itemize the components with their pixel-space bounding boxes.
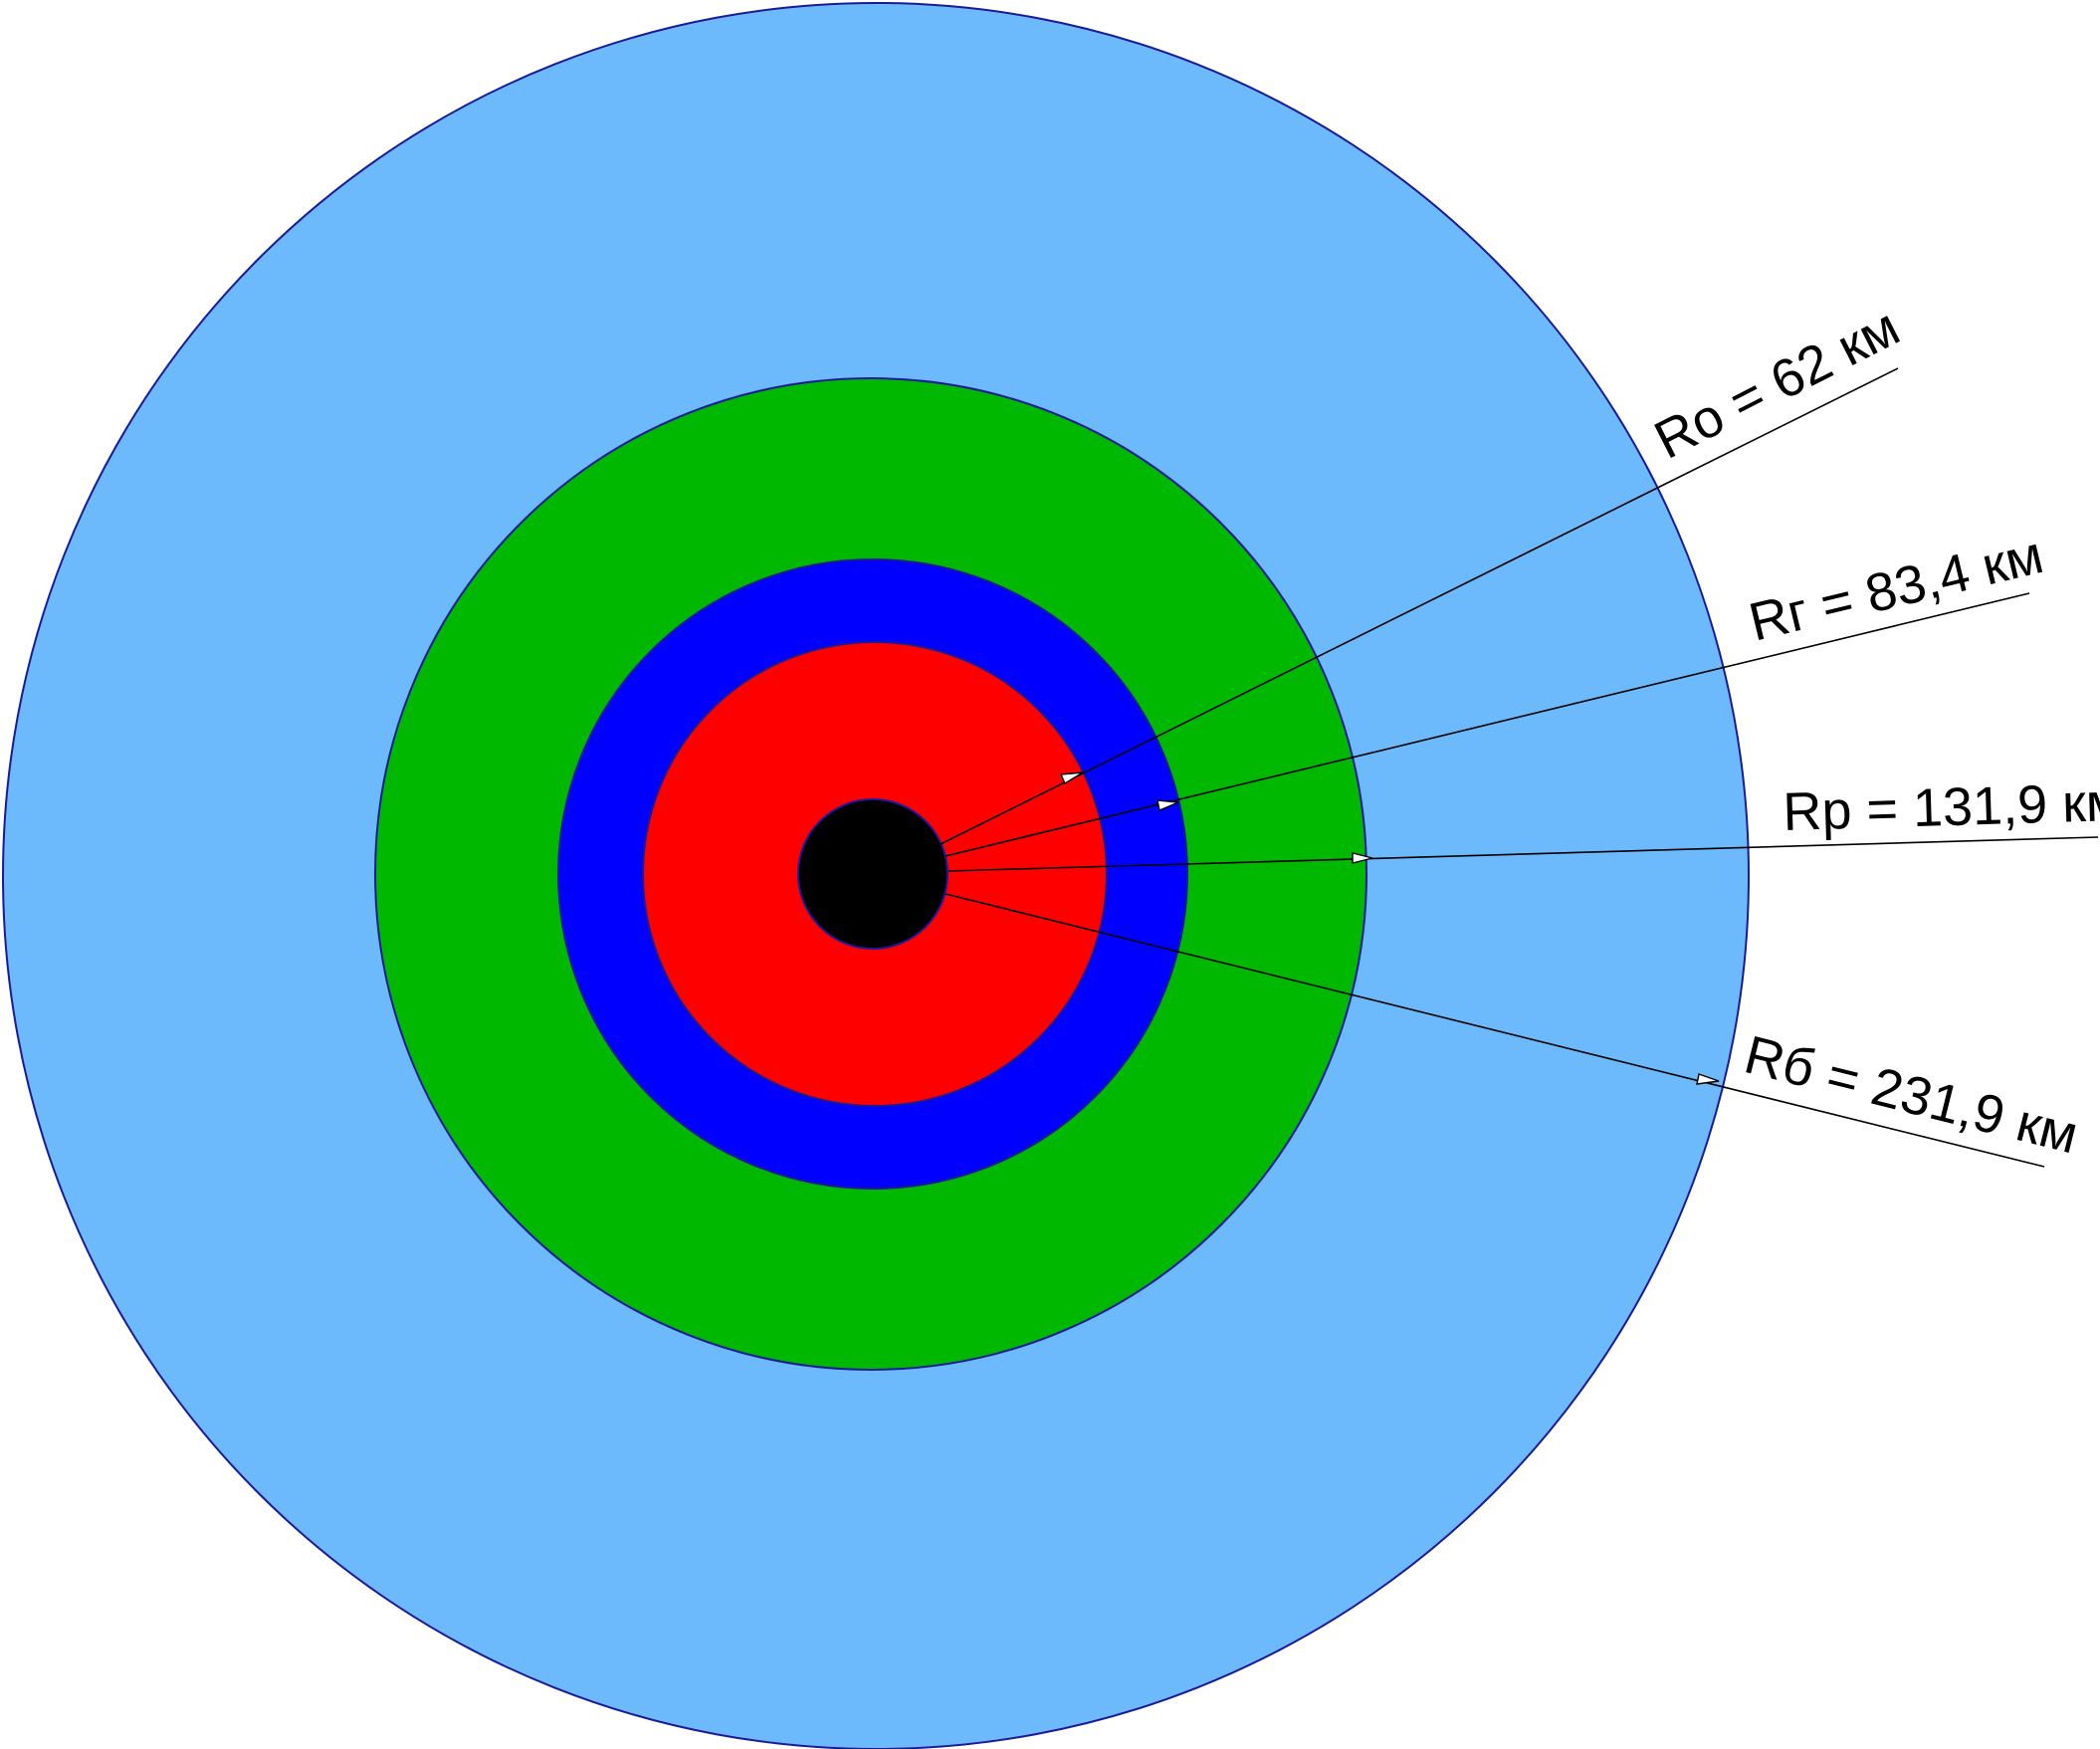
arrowheads <box>1059 771 1720 1085</box>
rp-arrowhead-icon <box>1352 852 1373 864</box>
ro-leader-line <box>940 367 1899 845</box>
rp-leader-line <box>947 836 2099 872</box>
rb-leader-line <box>945 893 2045 1168</box>
rg-arrowhead-icon <box>1156 799 1179 811</box>
rg-leader-line <box>945 592 2030 857</box>
ro-arrowhead-icon <box>1059 771 1084 785</box>
leader-lines <box>940 367 2099 1168</box>
rp-label: Rp = 131,9 км <box>1783 772 2100 842</box>
center-circle <box>797 798 948 950</box>
rb-arrowhead-icon <box>1696 1073 1720 1085</box>
